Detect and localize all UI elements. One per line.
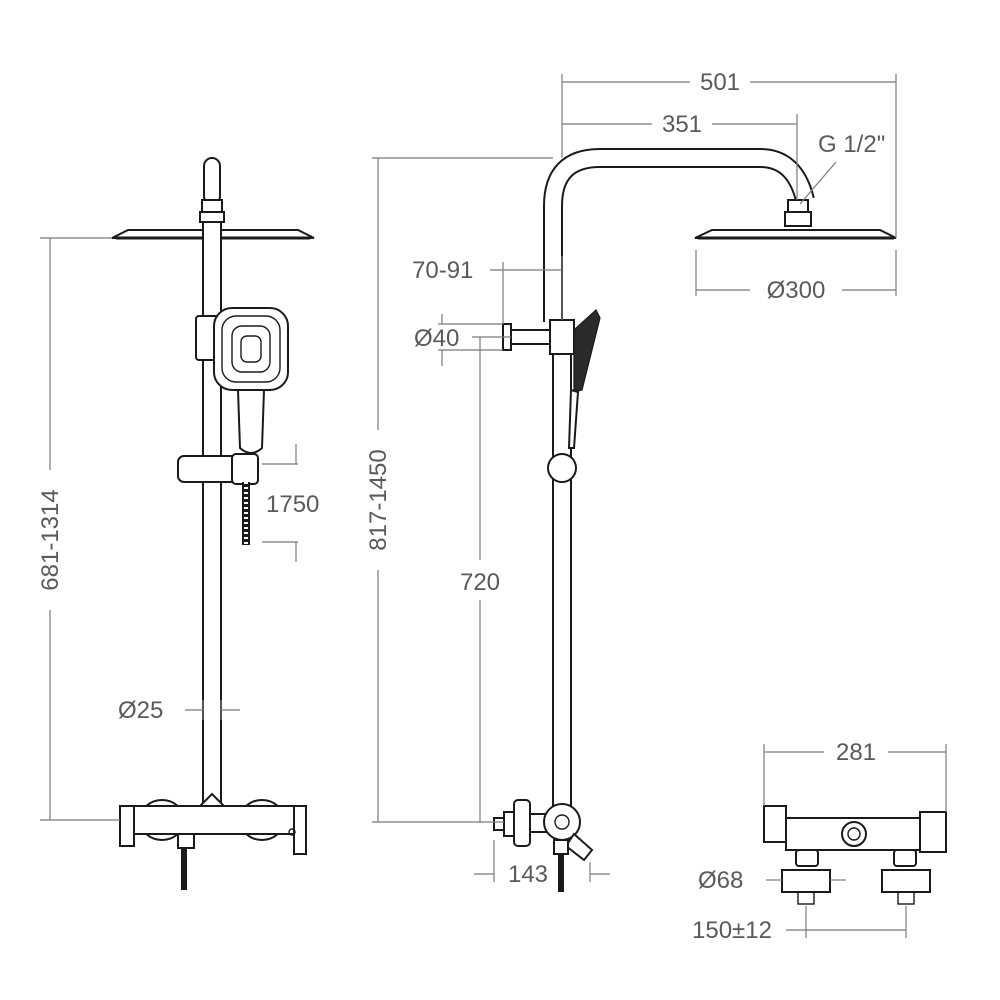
front-hand-shower-spray-ring-2 [231,325,271,373]
top-mixer-left-handle [763,805,787,843]
side-inlet [493,817,505,831]
top-right-eccentric [893,849,917,867]
front-slider-knob [231,453,259,485]
dim-inlet-spacing: 150±12 [692,917,772,944]
dim-mixer-width: 281 [836,739,876,766]
dim-head-diameter: Ø300 [767,277,826,304]
side-head-connector [787,199,809,213]
mixer-dimensions: 281 Ø68 150±12 [692,739,947,944]
dim-side-height: 817-1450 [365,449,392,550]
side-mixer-wall-flange [503,811,515,837]
side-view [493,148,897,892]
front-view [111,157,315,890]
side-head-nut [784,211,812,227]
front-hand-shower-spray-ring-3 [240,335,262,363]
side-dimensions: 501 351 G 1/2" Ø300 817-1450 70-91 Ø40 [365,69,897,888]
front-overhead-pipe [203,157,221,205]
side-hand-shower-handle [567,388,580,449]
dim-flange-diameter: Ø68 [698,867,743,894]
dim-wall-distance: 70-91 [412,257,473,284]
dim-thread: G 1/2" [818,131,885,158]
side-spout-nut [553,839,569,855]
front-hand-shower-spray-ring-1 [221,315,281,383]
front-mixer-left-handle [119,805,135,847]
side-bracket-clamp [549,319,575,355]
front-hand-shower-handle [236,389,266,454]
top-left-flange [781,869,831,893]
front-spout-nut [177,833,195,849]
front-riser-bar [202,221,222,808]
top-right-thread [897,891,915,905]
top-mixer-outlet-inner [847,827,861,841]
dim-arm-length: 351 [662,111,702,138]
dim-slider-height: 720 [460,569,500,596]
top-left-eccentric [795,849,819,867]
side-riser-bar [552,319,572,811]
side-mixer-body [513,799,531,847]
dim-front-height: 681-1314 [37,489,64,590]
side-hand-shower-head [573,309,601,393]
dim-bar-diameter: Ø25 [118,697,163,724]
top-mixer-right-handle [919,811,947,853]
top-mixer-outlet [841,821,867,847]
dim-bracket-diameter: Ø40 [414,325,459,352]
top-left-thread [797,891,815,905]
dim-hose-length: 1750 [266,491,319,518]
dim-mixer-depth: 143 [508,861,548,888]
front-head-connector [201,199,223,213]
dim-total-width: 501 [700,69,740,96]
front-dimensions: 681-1314 1750 Ø25 [37,237,319,821]
side-wall-bracket [510,329,554,345]
front-mixer-body [119,805,307,835]
front-mixer-indicator [288,828,296,836]
side-diverter-center [554,814,570,830]
side-slider-knob [547,453,577,483]
front-head-nut [199,211,225,223]
front-mixer-right-handle [293,805,307,855]
front-bar-connector [197,792,227,807]
mixer-top-view [763,805,947,905]
side-arm-fill [545,150,813,322]
top-right-flange [881,869,931,893]
